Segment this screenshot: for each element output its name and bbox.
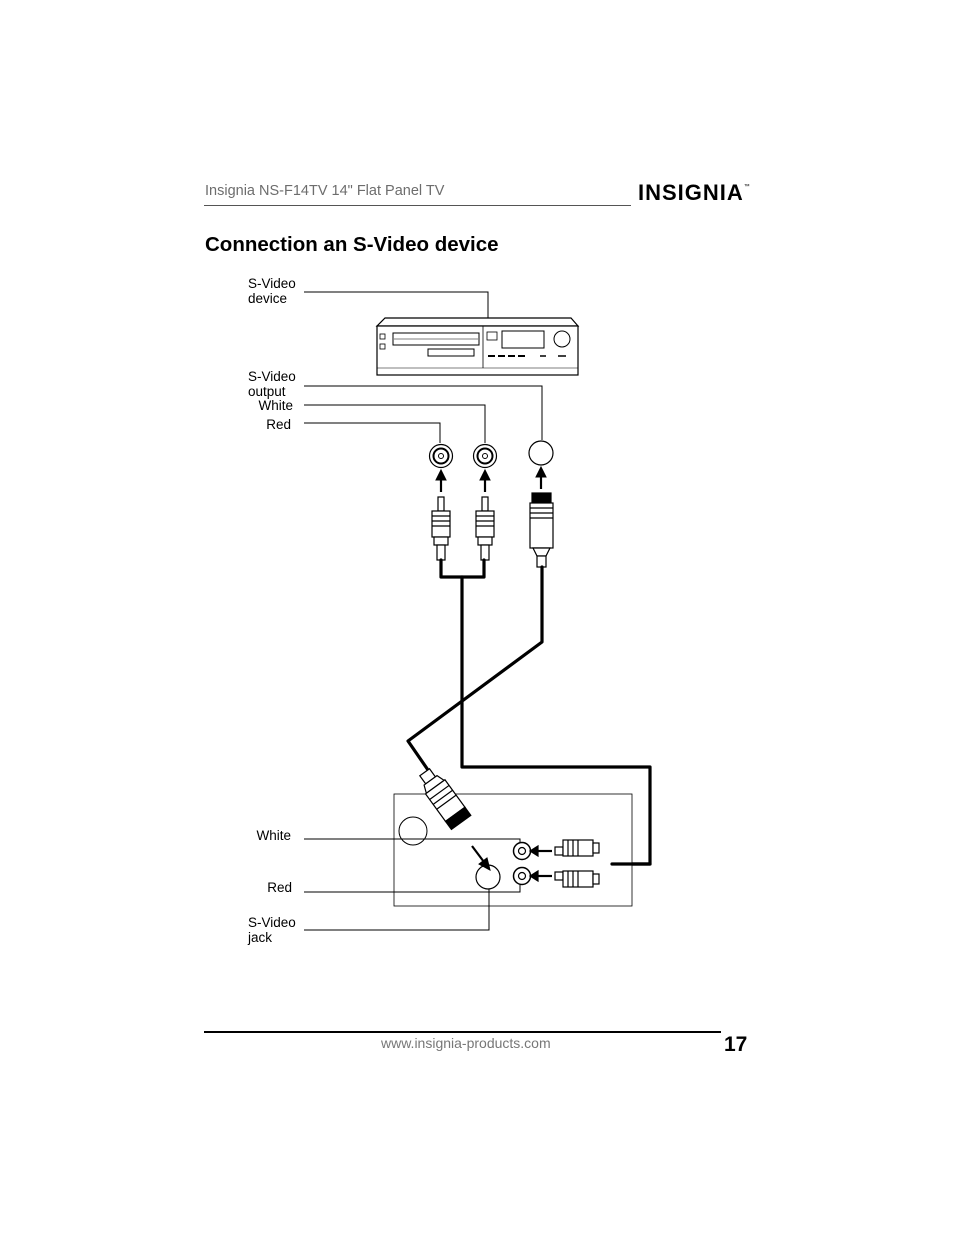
svideo-device-illustration <box>375 317 580 376</box>
label-white-bottom: White <box>256 828 291 843</box>
label-svideo-output: S-Video output <box>248 369 296 399</box>
page-number: 17 <box>724 1033 748 1056</box>
section-title: Connection an S-Video device <box>205 233 499 256</box>
header-title: Insignia NS-F14TV 14" Flat Panel TV <box>205 183 445 199</box>
header-rule <box>204 205 631 206</box>
insignia-logo: INSIGNIA™ <box>638 180 751 206</box>
label-red-top: Red <box>266 417 291 432</box>
footer-url: www.insignia-products.com <box>381 1035 551 1051</box>
label-svideo-device: S-Video device <box>248 276 296 306</box>
leader-lines-bottom <box>304 838 521 931</box>
svideo-plug-icon <box>529 492 554 568</box>
rca-plug-horizontal-icons <box>528 839 600 888</box>
leader-lines-top <box>304 291 543 443</box>
logo-text: INSIGNIA <box>638 180 744 205</box>
label-svideo-jack: S-Video jack <box>248 915 296 945</box>
logo-trademark: ™ <box>743 184 751 190</box>
arrow-up-icons <box>435 465 547 492</box>
label-white-top: White <box>258 398 293 413</box>
svideo-plug-bottom-icon <box>418 767 472 831</box>
label-red-bottom: Red <box>267 880 292 895</box>
arrow-diagonal-icon <box>471 845 491 871</box>
output-jacks <box>428 440 554 469</box>
rca-plug-icons <box>431 496 495 561</box>
footer-rule <box>204 1031 721 1033</box>
